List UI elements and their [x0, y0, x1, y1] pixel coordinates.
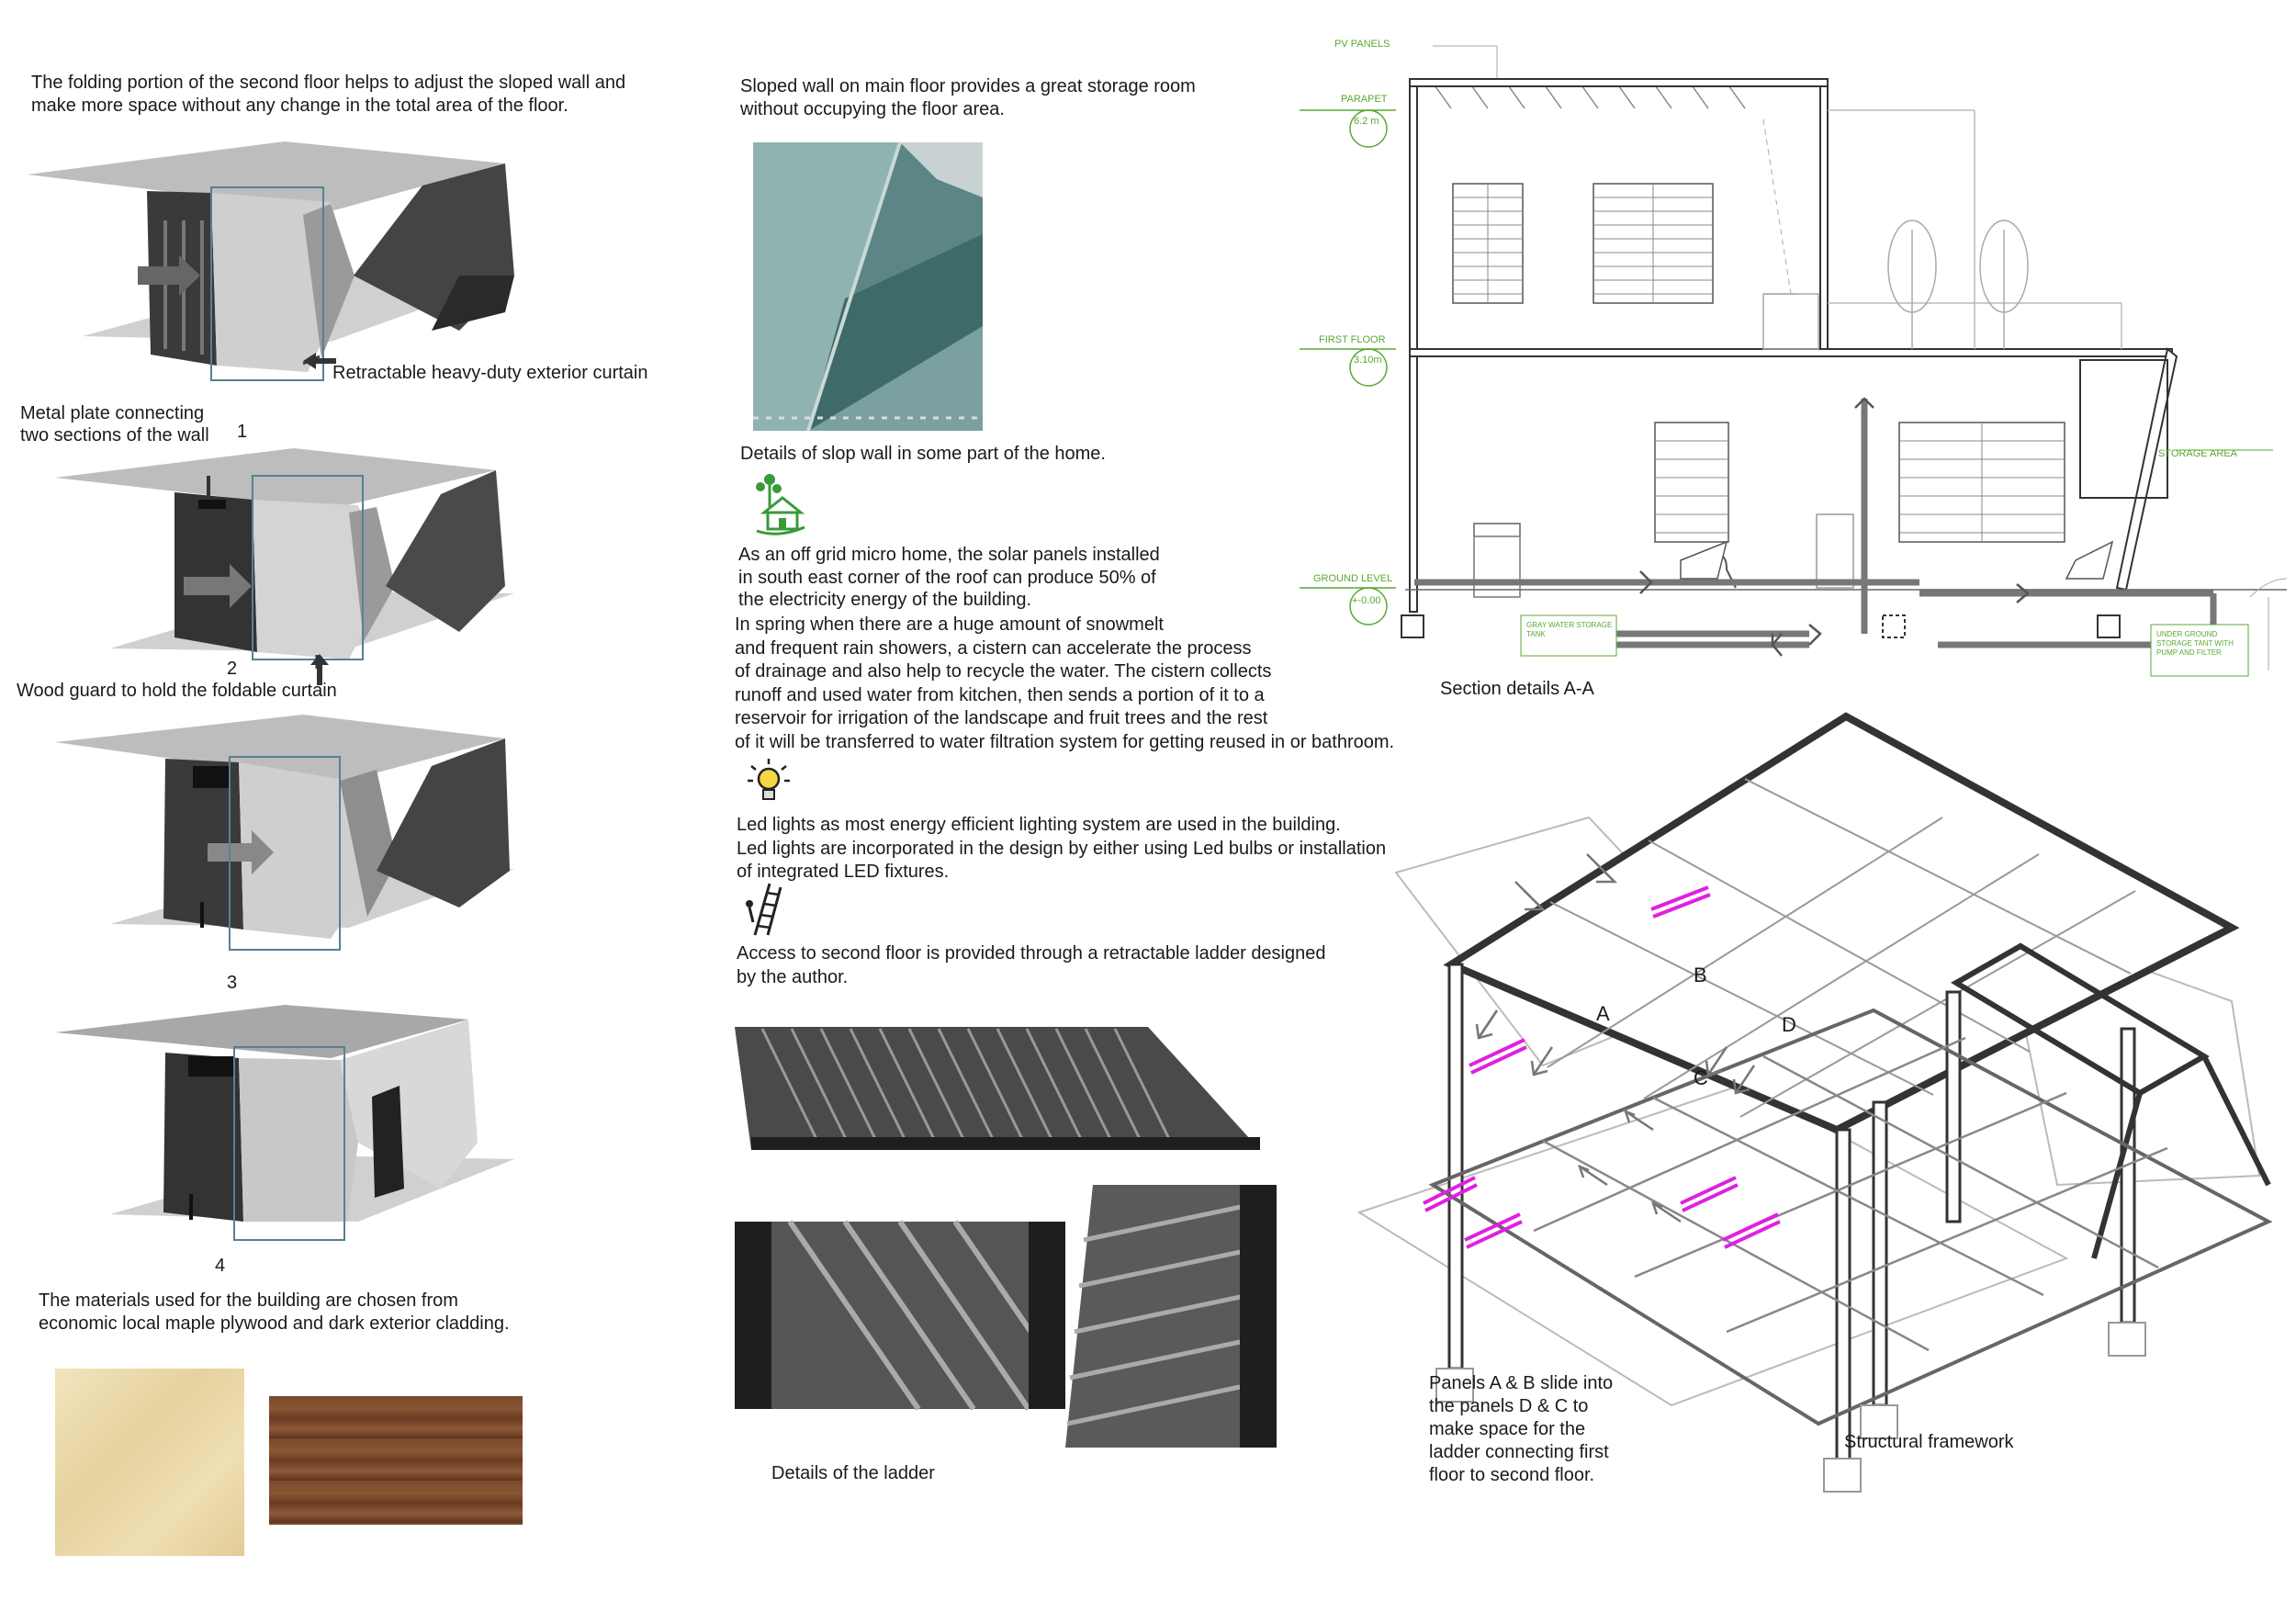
section-drawing — [1300, 45, 2288, 677]
maple-plywood-swatch — [55, 1369, 244, 1556]
offgrid-description: As an off grid micro home, the solar pan… — [738, 545, 1160, 610]
pv-panels-label: PV PANELS — [1334, 39, 1390, 50]
step-3-label: 3 — [227, 973, 238, 993]
slop-wall-caption: Details of slop wall in some part of the… — [740, 444, 1106, 464]
ladder-folded-view-1 — [735, 1220, 1065, 1411]
light-bulb-icon — [748, 759, 790, 800]
panel-a-label: A — [1596, 1002, 1610, 1025]
panels-slide-description: Panels A & B slide into the panels D & C… — [1429, 1373, 1614, 1485]
curtain-label: Retractable heavy-duty exterior curtain — [332, 363, 648, 383]
parapet-level: 6.2 m — [1354, 116, 1379, 127]
panel-c-label: C — [1694, 1066, 1708, 1089]
ladder-icon — [746, 883, 782, 936]
step-1-label: 1 — [237, 422, 248, 442]
snowmelt-description: In spring when there are a huge amount o… — [735, 614, 1395, 752]
led-description: Led lights as most energy efficient ligh… — [737, 815, 1387, 882]
parapet-label: PARAPET — [1341, 94, 1388, 105]
first-floor-level: 3.10m — [1354, 355, 1382, 366]
ladder-details-caption: Details of the ladder — [771, 1463, 935, 1483]
curtain-arrow — [303, 353, 336, 369]
model-2-illustration — [55, 448, 514, 669]
section-caption: Section details A-A — [1440, 679, 1594, 699]
dark-cladding-swatch — [269, 1396, 523, 1525]
ladder-folded-view-2 — [1065, 1185, 1277, 1448]
wood-guard-label: Wood guard to hold the foldable curtain — [17, 681, 337, 701]
step-2-label: 2 — [227, 659, 238, 679]
panel-b-label: B — [1694, 964, 1707, 986]
storage-area-label: STORAGE AREA — [2158, 448, 2237, 459]
model-1-illustration — [28, 141, 514, 381]
structural-framework-caption: Structural framework — [1844, 1432, 2014, 1452]
first-floor-label: FIRST FLOOR — [1319, 334, 1386, 345]
step-4-label: 4 — [215, 1256, 226, 1276]
sloped-wall-description: Sloped wall on main floor provides a gre… — [740, 76, 1196, 119]
ground-level-label: GROUND LEVEL — [1313, 573, 1393, 584]
ladder-horizontal-view — [735, 1027, 1260, 1150]
materials-description: The materials used for the building are … — [39, 1291, 510, 1334]
underground-tank-label: UNDER GROUND STORAGE TANT WITH PUMP AND … — [2156, 630, 2234, 657]
ground-level-value: +-0.00 — [1352, 595, 1381, 606]
model-4-illustration — [55, 1005, 514, 1241]
structural-framework-drawing — [1356, 712, 2273, 1493]
wood-guard-arrow — [310, 654, 329, 685]
ladder-description: Access to second floor is provided throu… — [737, 943, 1326, 987]
metal-plate-label: Metal plate connecting two sections of t… — [20, 403, 209, 445]
gray-water-tank-label: GRAY WATER STORAGE TANK — [1526, 621, 1613, 638]
folding-description: The folding portion of the second floor … — [31, 73, 626, 116]
green-home-icon — [756, 474, 805, 535]
panel-d-label: D — [1782, 1013, 1796, 1036]
sloped-wall-photo — [753, 141, 983, 432]
model-3-illustration — [55, 715, 514, 951]
